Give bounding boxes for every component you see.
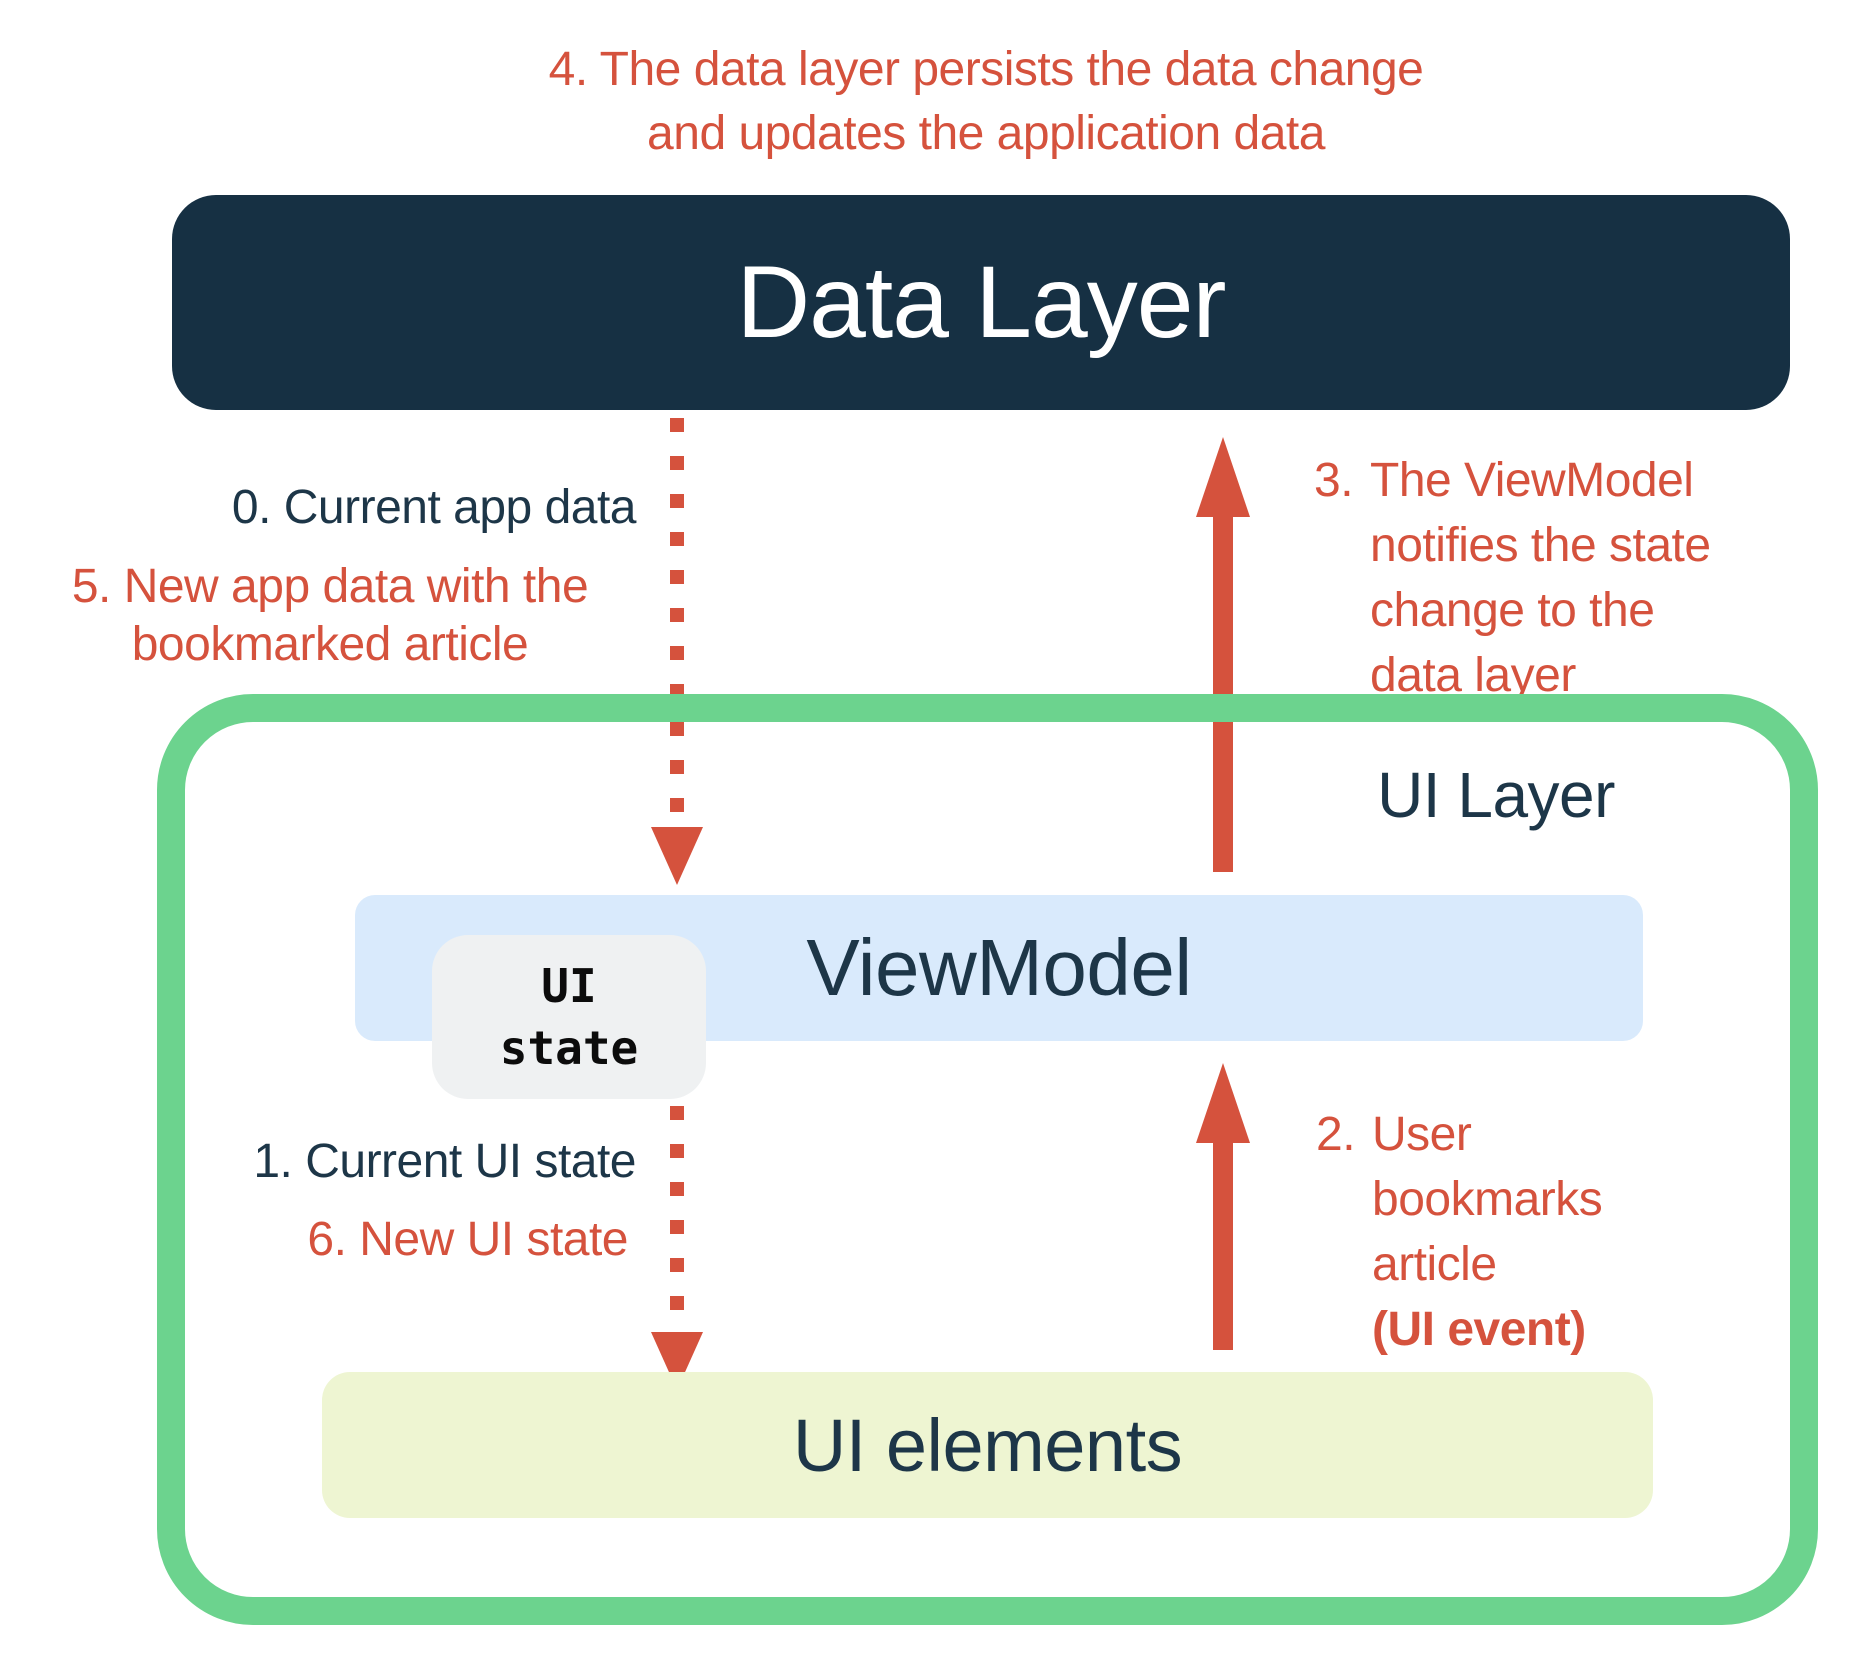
solid-arrow-viewmodel-to-data <box>1213 514 1233 872</box>
annotation-step2-line3: article <box>1372 1238 1497 1291</box>
annotation-step3: 3. The ViewModel notifies the state chan… <box>1314 448 1794 708</box>
annotation-step0: 0. Current app data <box>231 481 637 534</box>
annotation-step4-line2: and updates the application data <box>647 107 1325 160</box>
data-layer-box: Data Layer <box>172 195 1790 410</box>
annotation-step1: 1. Current UI state <box>253 1135 636 1188</box>
annotation-step3-number: 3. <box>1314 454 1354 507</box>
annotation-step6: 6. New UI state <box>307 1213 628 1266</box>
annotation-step2: 2. User bookmarks article (UI event) <box>1316 1102 1736 1362</box>
ui-elements-label: UI elements <box>792 1403 1183 1487</box>
annotation-step2-line1: User <box>1372 1108 1472 1161</box>
annotation-step5-line1: 5. New app data with the <box>71 560 589 613</box>
viewmodel-label: ViewModel <box>806 923 1192 1012</box>
annotation-step2-number: 2. <box>1316 1108 1356 1161</box>
annotation-step3-line2: notifies the state <box>1370 519 1711 572</box>
annotation-step3-line4: data layer <box>1370 649 1576 702</box>
annotation-step4-line1: 4. The data layer persists the data chan… <box>548 43 1424 96</box>
annotation-step4: 4. The data layer persists the data chan… <box>276 38 1696 166</box>
solid-arrow-viewmodel-to-data-arrowhead-icon <box>1196 437 1250 517</box>
annotation-step2-ui-event: (UI event) <box>1372 1303 1586 1356</box>
annotation-step3-line3: change to the <box>1370 584 1655 637</box>
annotation-step5: 5. New app data with the bookmarked arti… <box>20 558 640 674</box>
solid-arrow-ui-elements-to-viewmodel <box>1213 1140 1233 1350</box>
ui-state-badge-line1: UI <box>541 959 597 1013</box>
annotation-step2-line2: bookmarks <box>1372 1173 1603 1226</box>
dotted-arrow-viewmodel-to-ui-elements <box>670 1106 684 1312</box>
data-layer-label: Data Layer <box>736 245 1227 359</box>
ui-state-badge-line2: state <box>499 1021 639 1075</box>
ui-layer-box <box>157 694 1818 1625</box>
ui-elements-box: UI elements <box>322 1372 1653 1518</box>
ui-layer-label: UI Layer <box>1377 759 1615 831</box>
ui-state-badge: UI state <box>432 935 706 1099</box>
annotation-step3-body: The ViewModel notifies the state change … <box>1370 448 1711 708</box>
annotation-step3-line1: The ViewModel <box>1370 454 1694 507</box>
annotation-step2-body: User bookmarks article (UI event) <box>1372 1102 1603 1362</box>
annotation-step5-line2: bookmarked article <box>131 618 529 671</box>
